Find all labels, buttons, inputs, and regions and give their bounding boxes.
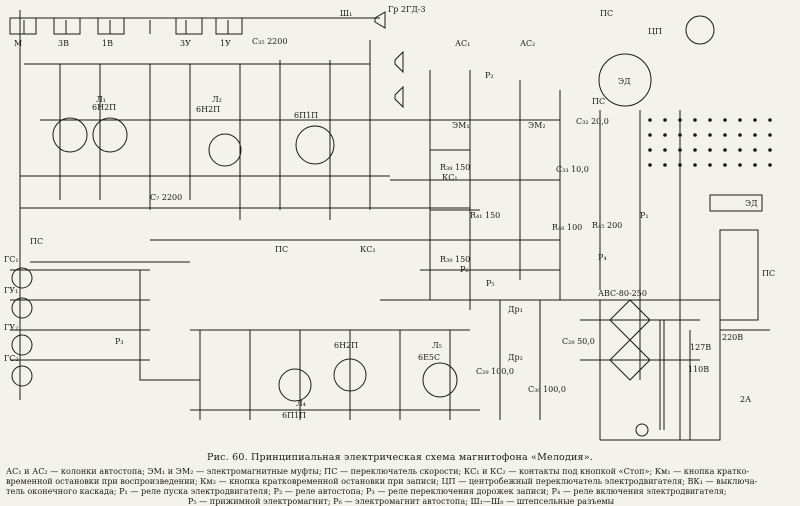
rectifier-bridge-icon	[609, 299, 651, 381]
legend-line: временной остановки при воспроизведении;…	[6, 476, 758, 486]
label-tube-6e5c: 6Е5С	[418, 353, 440, 362]
label-gu2: ГУ₂	[4, 323, 18, 332]
label-kc2: КС₂	[360, 245, 376, 254]
label-tube-l5: Л₅	[432, 341, 442, 350]
legend-line: тель оконечного каскада; Р₁ — реле пуска…	[6, 486, 727, 496]
label-r46: R₄₆ 100	[552, 223, 582, 232]
connector-ps-icon	[719, 229, 759, 321]
head-1v-icon	[97, 17, 125, 35]
label-ed: ЭД	[618, 77, 631, 86]
figure-legend: АС₁ и АС₂ — колонки автостопа; ЭМ₁ и ЭМ₂…	[6, 466, 796, 506]
figure-caption: Рис. 60. Принципиальная электрическая сх…	[207, 452, 593, 463]
label-r39: R₃₉ 150	[440, 255, 470, 264]
head-3v-icon	[53, 17, 81, 35]
label-tube-6p1p-bot: 6П1П	[282, 411, 306, 420]
tube-l4-icon	[278, 368, 312, 402]
jack-gc1-icon	[11, 267, 33, 289]
label-speaker: Гр 2ГД-3	[388, 5, 426, 14]
components	[9, 11, 772, 437]
jack-gu1-icon	[11, 297, 33, 319]
legend-line: Р₅ — прижимной электромагнит; Р₆ — элект…	[187, 496, 615, 506]
label-r2: Р₂	[485, 71, 494, 80]
lamp-icon	[635, 423, 649, 437]
label-tube-6n2p-bot: 6Н2П	[334, 341, 358, 350]
schematic-diagram: М 3В 1В 3У 1У Гр 2ГД-3 Ш₁ АС₁ АС₂ Р₂ ПС …	[4, 5, 775, 441]
label-c35: C₃₅ 2200	[252, 37, 287, 46]
label-m: М	[14, 39, 22, 48]
tube-l1a-icon	[52, 117, 88, 153]
label-tube-6p1p-top: 6П1П	[294, 111, 318, 120]
label-110v: 110В	[688, 365, 709, 374]
label-1v: 1В	[102, 39, 113, 48]
motor-icon	[598, 53, 652, 107]
label-p4: Р₄	[598, 253, 607, 262]
speaker-icon	[374, 11, 386, 29]
connector-ed-icon	[709, 194, 763, 212]
label-tube-6n2p-2: 6Н2П	[196, 105, 220, 114]
label-avs: АВС-80-250	[598, 289, 647, 298]
label-c29: C₂₉ 100,0	[476, 367, 514, 376]
label-em2: ЭМ₂	[528, 121, 546, 130]
label-ac1: АС₁	[455, 39, 470, 48]
label-em1: ЭМ₁	[452, 121, 470, 130]
label-p1: Р₁	[640, 211, 649, 220]
label-p3: Р₃	[115, 337, 124, 346]
label-tube-l1: Л₁	[96, 95, 106, 104]
label-1u: 1У	[220, 39, 231, 48]
label-tube-l2: Л₂	[212, 95, 222, 104]
head-m-icon	[9, 17, 37, 35]
label-gc1: ГС₁	[4, 255, 19, 264]
wiring	[10, 10, 770, 441]
label-ps-far: ПС	[762, 269, 775, 278]
jack-gc2-icon	[11, 365, 33, 387]
label-p6: Р₆	[460, 265, 469, 274]
label-ps-top: ПС	[600, 9, 613, 18]
label-gc2: ГС₂	[4, 354, 19, 363]
label-ps-left: ПС	[30, 237, 43, 246]
label-3u: 3У	[180, 39, 191, 48]
head-3u-icon	[175, 17, 203, 35]
label-3v: 3В	[58, 39, 69, 48]
label-p5: Р₅	[486, 279, 495, 288]
tube-l5a-icon	[333, 358, 367, 392]
label-ps-mid: ПС	[275, 245, 288, 254]
label-kc1: КС₁	[442, 173, 458, 182]
tube-l1b-icon	[92, 117, 128, 153]
label-r38: R₃₈ 150	[440, 163, 470, 172]
label-2a: 2А	[740, 395, 751, 404]
speaker-output-icon	[394, 50, 404, 109]
label-ac2: АС₂	[520, 39, 535, 48]
jack-gu2-icon	[11, 334, 33, 356]
transformer-core-icon	[659, 320, 665, 430]
label-ed-right: ЭД	[745, 199, 758, 208]
label-c28: C₂₈ 50,0	[562, 337, 595, 346]
label-127v: 127В	[690, 343, 711, 352]
head-1u-icon	[215, 17, 243, 35]
label-tube-l4: Л₄	[296, 399, 306, 408]
label-cp: ЦП	[648, 27, 662, 36]
label-dr2: Др₂	[508, 353, 523, 362]
tube-l2-icon	[208, 133, 242, 167]
label-sh1: Ш₁	[340, 9, 352, 18]
label-r41: R₄₁ 150	[470, 211, 500, 220]
label-ps-right: ПС	[592, 97, 605, 106]
label-c7: C₇ 2200	[150, 193, 182, 202]
label-tube-6n2p-1: 6Н2П	[92, 103, 116, 112]
label-c30: C₃₀ 100,0	[528, 385, 566, 394]
label-220v: 220В	[722, 333, 743, 342]
legend-line: АС₁ и АС₂ — колонки автостопа; ЭМ₁ и ЭМ₂…	[6, 466, 750, 476]
tube-l5-icon	[422, 362, 458, 398]
label-gu1: ГУ₁	[4, 286, 18, 295]
label-c33: C₃₃ 10,0	[556, 165, 589, 174]
tube-l3-icon	[295, 125, 335, 165]
label-dr1: Др₁	[508, 305, 523, 314]
label-c32: C₃₂ 20,0	[576, 117, 609, 126]
motor-cp-icon	[685, 15, 715, 45]
label-r45: R₄₅ 200	[592, 221, 622, 230]
